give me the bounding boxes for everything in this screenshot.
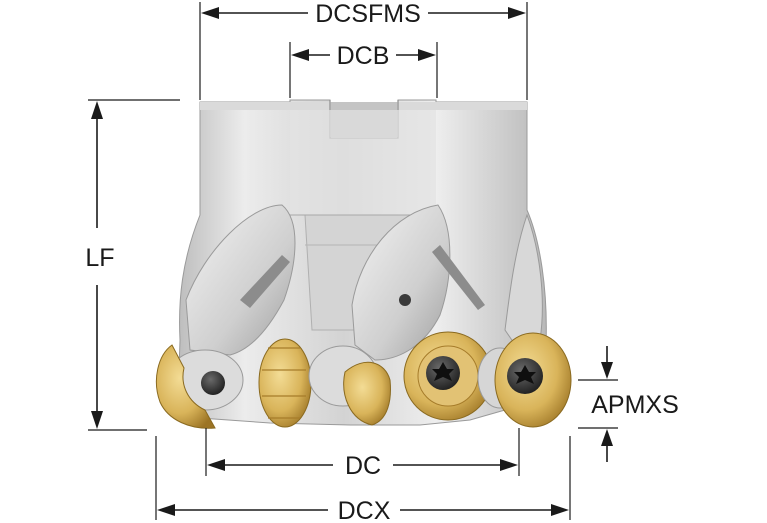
flute-groove-right (432, 245, 485, 310)
torx-socket-right (514, 365, 536, 384)
flute-groove-left (240, 255, 290, 308)
label-dcb: DCB (337, 42, 390, 70)
flute-right (504, 213, 543, 353)
dimension-lines (88, 2, 618, 520)
label-dcx: DCX (338, 497, 391, 523)
dim-apmxs-arrow-top (601, 362, 613, 379)
dim-dcx-arrow-left (157, 504, 175, 516)
dimension-labels: DCSFMS DCB LF APMXS DC DCX (85, 0, 678, 523)
flute-left (185, 204, 296, 356)
label-dcsfms: DCSFMS (315, 0, 421, 28)
coolant-hole (399, 294, 411, 306)
center-bore-face (290, 110, 436, 215)
label-lf: LF (85, 244, 114, 272)
label-dc: DC (345, 452, 381, 480)
label-apmxs: APMXS (591, 391, 679, 419)
dim-dcb-arrow-left (291, 49, 309, 61)
dim-dcb-arrow-right (418, 49, 436, 61)
screw-left (201, 371, 225, 395)
dim-dc-arrow-left (207, 459, 225, 471)
inserts (155, 331, 572, 429)
dim-apmxs-arrow-bottom (601, 429, 613, 446)
dim-lf-arrow-top (91, 101, 103, 119)
insert-far-left (155, 344, 216, 429)
insert-second (258, 338, 312, 428)
dim-dc-arrow-right (500, 459, 518, 471)
dim-dcx-arrow-right (551, 504, 569, 516)
flutes (185, 204, 543, 361)
insert-second-facets (262, 347, 306, 419)
insert-third (343, 361, 391, 426)
dim-dcsfms-arrow-left (201, 7, 219, 19)
dim-lf-arrow-bottom (91, 411, 103, 429)
dim-dcsfms-arrow-right (508, 7, 526, 19)
torx-socket-front (432, 362, 454, 381)
flute-center (351, 204, 451, 361)
